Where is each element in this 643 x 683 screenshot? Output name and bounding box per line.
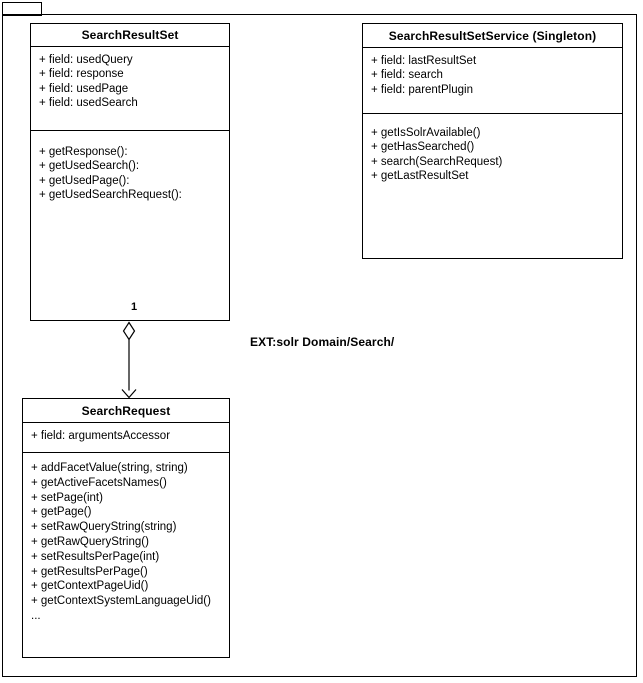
class-title: SearchResultSet [31,24,229,47]
method-row: + getResponse(): [39,146,128,158]
class-title: SearchResultSetService (Singleton) [363,24,622,48]
method-row: + getIsSolrAvailable() [371,127,481,139]
field-row: + field: search [371,69,443,82]
method-row: + setRawQueryString(string) [31,521,177,534]
fields-compartment: + field: lastResultSet + field: search +… [363,48,622,114]
field-row: + field: usedSearch [39,97,138,110]
method-row: + getUsedSearch(): [39,160,140,173]
method-row: + setResultsPerPage(int) [31,550,160,563]
method-row: ... [31,609,41,622]
method-row: + getRawQueryString() [31,535,149,548]
field-row: + field: usedQuery [39,54,133,66]
method-row: + getPage() [31,506,92,519]
field-row: + field: parentPlugin [371,83,473,96]
fields-compartment: + field: usedQuery + field: response + f… [31,47,229,131]
method-row: + getResultsPerPage() [31,565,148,578]
field-row: + field: usedPage [39,82,129,95]
package-frame [2,14,637,677]
class-title: SearchRequest [23,399,229,423]
methods-compartment: + addFacetValue(string, string) + getAct… [23,453,229,657]
ext-path-label: EXT:solr Domain/Search/ [250,335,395,349]
fields-compartment: + field: argumentsAccessor [23,423,229,453]
method-row: + search(SearchRequest) [371,155,503,168]
methods-compartment: + getResponse(): + getUsedSearch(): + ge… [31,131,229,320]
package-tab [2,2,42,16]
method-row: + getLastResultSet [371,170,469,183]
class-search-result-set-service: SearchResultSetService (Singleton) + fie… [362,23,623,259]
method-row: + addFacetValue(string, string) [31,462,188,474]
multiplicity-label: 1 [131,301,138,313]
method-row: + getUsedPage(): [39,174,130,187]
method-row: + getUsedSearchRequest(): [39,189,182,202]
field-row: + field: argumentsAccessor [31,430,171,442]
method-row: + getHasSearched() [371,141,475,154]
method-row: + getActiveFacetsNames() [31,476,167,489]
class-search-result-set: SearchResultSet + field: usedQuery + fie… [30,23,230,321]
method-row: + setPage(int) [31,491,103,504]
class-search-request: SearchRequest + field: argumentsAccessor… [22,398,230,658]
method-row: + getContextSystemLanguageUid() [31,595,211,608]
method-row: + getContextPageUid() [31,580,149,593]
methods-compartment: + getIsSolrAvailable() + getHasSearched(… [363,114,622,258]
field-row: + field: response [39,68,124,81]
field-row: + field: lastResultSet [371,55,477,67]
